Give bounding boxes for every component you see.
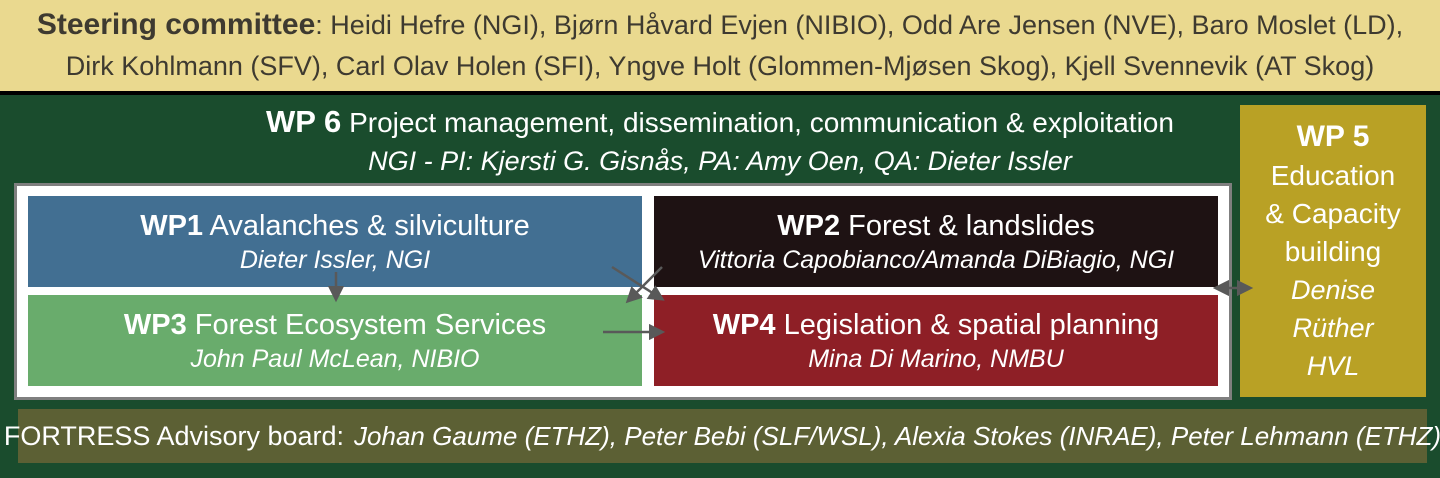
steering-committee-line1: Steering committee: Heidi Hefre (NGI), B… bbox=[37, 4, 1403, 46]
wp4-title-line: WP4 Legislation & spatial planning bbox=[713, 307, 1160, 343]
wp5-title-line-2: & Capacity bbox=[1265, 198, 1401, 229]
wp2-code: WP2 bbox=[777, 209, 841, 242]
wp5-box: WP 5 Education & Capacity building Denis… bbox=[1240, 105, 1426, 397]
wp1-code: WP1 bbox=[140, 209, 204, 242]
banner-divider bbox=[0, 91, 1440, 95]
wp1-people: Dieter Issler, NGI bbox=[239, 245, 431, 274]
wp5-code: WP 5 bbox=[1296, 120, 1370, 153]
steering-committee-label: Steering committee bbox=[36, 8, 316, 41]
wp2-title: Forest & landslides bbox=[848, 209, 1095, 242]
wp1-title-line: WP1 Avalanches & silviculture bbox=[140, 208, 530, 244]
advisory-board-label: FORTRESS Advisory board: bbox=[3, 420, 345, 451]
wp6-people: NGI - PI: Kjersti G. Gisnås, PA: Amy Oen… bbox=[368, 146, 1072, 176]
steering-committee-members-1: : Heidi Hefre (NGI), Bjørn Håvard Evjen … bbox=[315, 10, 1404, 40]
wp4-title: Legislation & spatial planning bbox=[783, 308, 1160, 341]
advisory-board-members: Johan Gaume (ETHZ), Peter Bebi (SLF/WSL)… bbox=[354, 420, 1440, 451]
wp3-code: WP3 bbox=[123, 308, 187, 341]
steering-committee-line2: Dirk Kohlmann (SFV), Carl Olav Holen (SF… bbox=[66, 46, 1374, 87]
wp3-title: Forest Ecosystem Services bbox=[194, 308, 547, 341]
wp6-code: WP 6 bbox=[266, 104, 342, 139]
steering-committee-members-2: Dirk Kohlmann (SFV), Carl Olav Holen (SF… bbox=[65, 51, 1375, 81]
wp6-title-line: WP 6 Project management, dissemination, … bbox=[0, 102, 1440, 143]
wp5-person-line-2: Rüther bbox=[1292, 313, 1374, 343]
advisory-board-bar: FORTRESS Advisory board: Johan Gaume (ET… bbox=[4, 409, 1440, 463]
wp6-header: WP 6 Project management, dissemination, … bbox=[0, 102, 1440, 179]
wp5-title-line-1: Education bbox=[1270, 160, 1396, 191]
wp6-title: Project management, dissemination, commu… bbox=[349, 107, 1174, 138]
wp5-title-line-3: building bbox=[1284, 236, 1382, 267]
wp1-title: Avalanches & silviculture bbox=[209, 209, 530, 242]
wp1-box: WP1 Avalanches & silviculture Dieter Iss… bbox=[28, 196, 642, 287]
wp5-person-line-1: Denise bbox=[1290, 275, 1376, 305]
wp2-title-line: WP2 Forest & landslides bbox=[777, 208, 1095, 244]
wp2-box: WP2 Forest & landslides Vittoria Capobia… bbox=[654, 196, 1218, 287]
wp4-box: WP4 Legislation & spatial planning Mina … bbox=[654, 295, 1218, 386]
wp4-code: WP4 bbox=[712, 308, 776, 341]
wp2-people: Vittoria Capobianco/Amanda DiBiagio, NGI bbox=[697, 245, 1175, 274]
steering-committee-banner: Steering committee: Heidi Hefre (NGI), B… bbox=[0, 0, 1440, 91]
wp3-box: WP3 Forest Ecosystem Services John Paul … bbox=[28, 295, 642, 386]
wp4-people: Mina Di Marino, NMBU bbox=[808, 344, 1064, 373]
wp3-title-line: WP3 Forest Ecosystem Services bbox=[124, 307, 546, 343]
wp3-people: John Paul McLean, NIBIO bbox=[190, 344, 480, 373]
wp5-person-line-3: HVL bbox=[1306, 351, 1360, 381]
